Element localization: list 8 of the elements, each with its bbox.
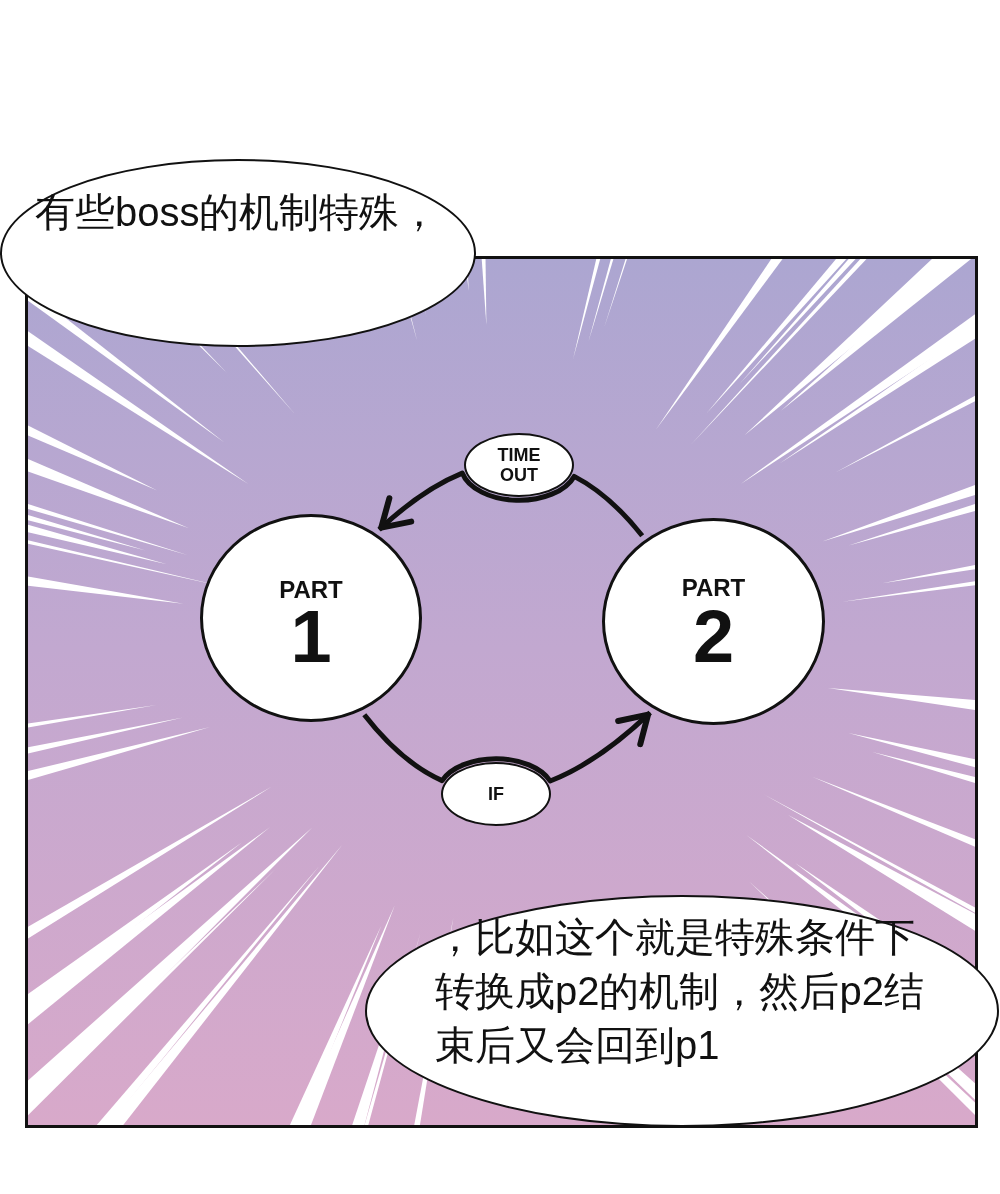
node-number: 1: [290, 600, 332, 674]
node-heading: PART: [681, 576, 746, 600]
bubble-text: 有些boss的机制特殊，: [35, 189, 440, 236]
arrow: [362, 710, 652, 784]
bubble-text: ，比如这个就是特殊条件下转换成p2的机制，然后p2结束后又会回到p1: [435, 914, 925, 1069]
arrow: [377, 470, 645, 538]
node-number: 2: [692, 600, 735, 674]
node-heading: PART: [279, 578, 343, 602]
